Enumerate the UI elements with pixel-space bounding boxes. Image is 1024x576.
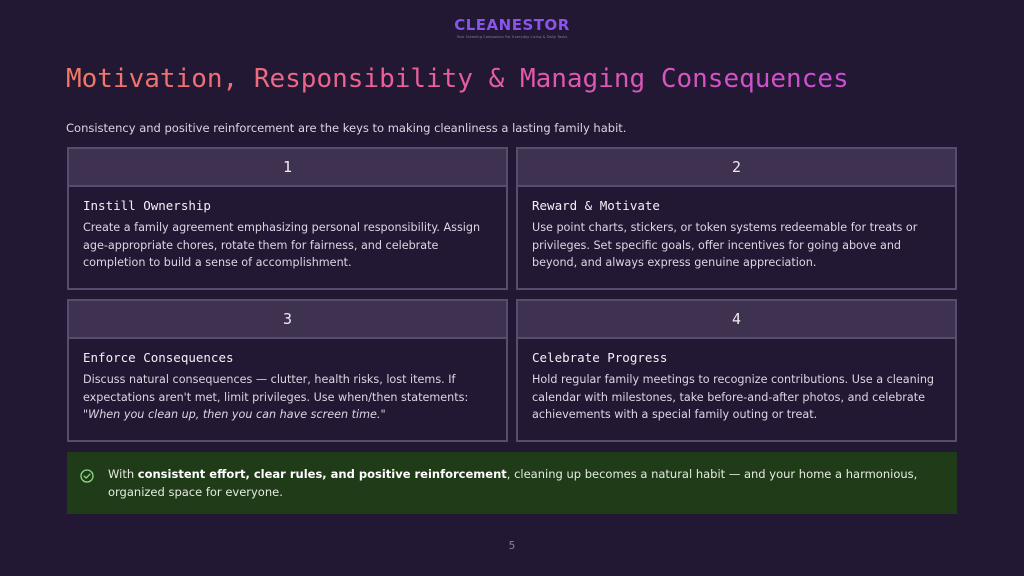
card-body: Use point charts, stickers, or token sys… [532, 221, 918, 269]
logo: CLEANESTOR Your Cleaning Companion For E… [0, 16, 1024, 39]
logo-wordmark: CLEANESTOR [0, 16, 1024, 34]
card-celebrate-progress: 4 Celebrate Progress Hold regular family… [516, 299, 957, 442]
check-circle-icon [80, 469, 94, 483]
card-title: Celebrate Progress [532, 350, 668, 365]
summary-banner: With consistent effort, clear rules, and… [67, 452, 957, 514]
card-enforce-consequences: 3 Enforce Consequences Discuss natural c… [67, 299, 508, 442]
card-number: 2 [518, 149, 955, 187]
card-reward-motivate: 2 Reward & Motivate Use point charts, st… [516, 147, 957, 290]
card-title: Instill Ownership [83, 198, 211, 213]
banner-text: With consistent effort, clear rules, and… [108, 465, 937, 501]
card-instill-ownership: 1 Instill Ownership Create a family agre… [67, 147, 508, 290]
banner-prefix: With [108, 467, 138, 481]
banner-suffix: , cleaning up becomes a natural habit — … [108, 467, 918, 499]
card-body: Create a family agreement emphasizing pe… [83, 221, 481, 269]
card-body-quote: "When you clean up, then you can have sc… [83, 408, 386, 421]
page-number: 5 [508, 540, 516, 552]
card-title: Enforce Consequences [83, 350, 234, 365]
logo-tagline: Your Cleaning Companion For Everyday Liv… [456, 35, 568, 39]
card-number: 1 [69, 149, 506, 187]
page-title: Motivation, Responsibility & Managing Co… [66, 64, 849, 94]
banner-emphasis: consistent effort, clear rules, and posi… [137, 467, 507, 481]
card-number: 4 [518, 301, 955, 339]
page-subtitle: Consistency and positive reinforcement a… [66, 121, 627, 135]
card-body-text: Discuss natural consequences — clutter, … [83, 373, 469, 404]
card-body: Hold regular family meetings to recogniz… [532, 373, 935, 421]
card-title: Reward & Motivate [532, 198, 660, 213]
card-body: Discuss natural consequences — clutter, … [83, 371, 492, 424]
card-number: 3 [69, 301, 506, 339]
